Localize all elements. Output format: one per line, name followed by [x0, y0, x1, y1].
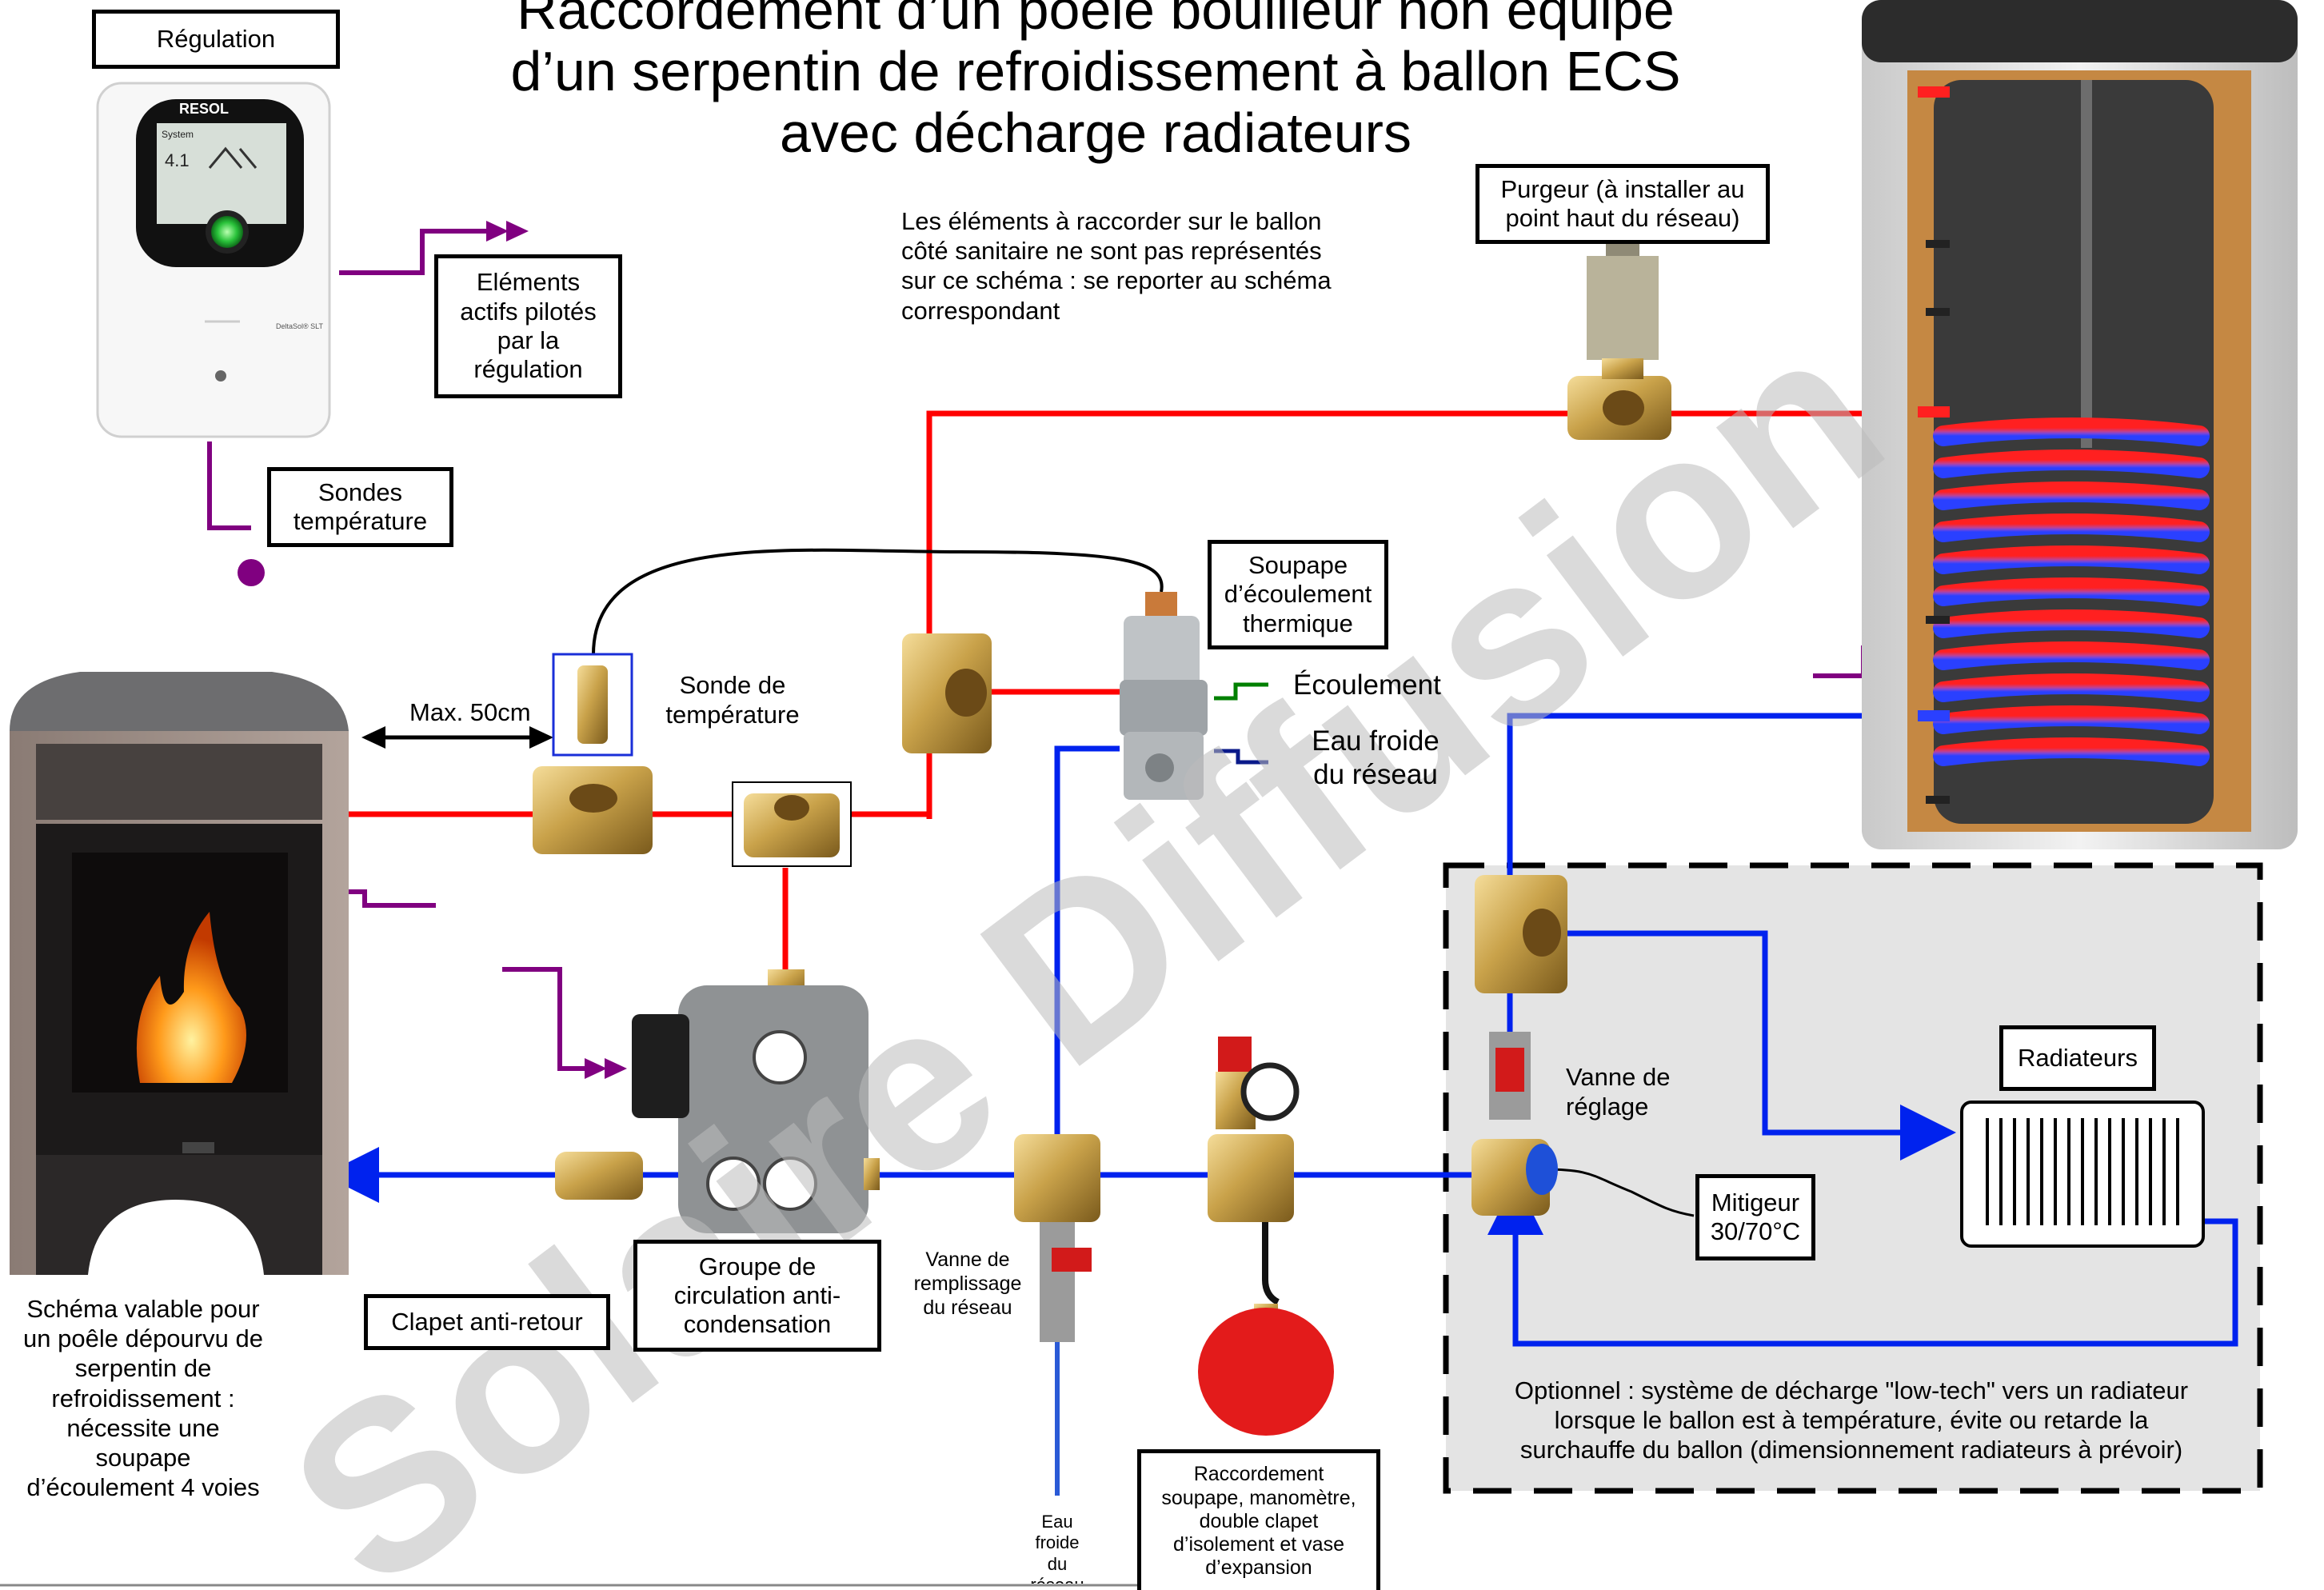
control-arrowheads [486, 221, 627, 1079]
thermostatic-mixer [1471, 1139, 1558, 1216]
radiator-feed-pipe [1567, 930, 1956, 1161]
purge-valve [1567, 240, 1671, 440]
label-stove-validity: Schéma valable pour un poêle dépourvu de… [23, 1295, 263, 1502]
label-purge-valve: Purgeur (à installer au point haut du ré… [1475, 164, 1770, 244]
label-active-elements: Eléments actifs pilotés par la régulatio… [434, 254, 622, 398]
anti-condensation-pump-group [632, 969, 880, 1233]
label-fill-valve: Vanne de remplissage du réseau [913, 1248, 1022, 1319]
tee-fitting-stove [533, 766, 653, 854]
control-lines [207, 229, 1905, 1071]
label-temperature-sensors: Sondes température [267, 467, 453, 547]
radiator-return-pipe [1487, 1179, 2238, 1347]
label-thermal-relief-valve: Soupape d’écoulement thermique [1208, 540, 1388, 649]
label-drain: Écoulement [1293, 669, 1441, 701]
sensor-dot-controller [238, 559, 265, 586]
controller-status-light [211, 216, 243, 248]
adjustment-valve [1489, 1032, 1531, 1120]
tee-fitting-top [902, 633, 992, 753]
label-mixer: Mitigeur 30/70°C [1695, 1174, 1815, 1260]
controller-display-value: 4.1 [165, 150, 190, 170]
label-temperature-probe: Sonde de température [665, 671, 800, 729]
controller-unit: RESOL System 4.1 DeltaSol® SLT [96, 82, 331, 438]
controller-display-title: System [162, 129, 194, 140]
expansion-vessel [1198, 1304, 1334, 1436]
temperature-probe [552, 653, 633, 757]
tank-return-pipe [1507, 713, 1919, 880]
cold-pipe-valve [1054, 745, 1120, 1136]
dhw-tank-illustration [1862, 0, 2298, 849]
radiator [1960, 1101, 2205, 1248]
label-circulation-group: Groupe de circulation anti- condensation [633, 1240, 881, 1352]
controller-brand: RESOL [179, 101, 229, 117]
label-regulation: Régulation [92, 10, 340, 69]
safety-group [1208, 1037, 1300, 1305]
label-radiators: Radiateurs [1999, 1025, 2156, 1091]
network-line [1214, 749, 1268, 765]
check-valve [555, 1152, 643, 1200]
stove-illustration [10, 672, 349, 1275]
diagram-title: Raccordement d’un poêle bouilleur non éq… [510, 0, 1681, 164]
mixer-wire [1543, 1168, 1695, 1217]
label-check-valve: Clapet anti-retour [364, 1294, 610, 1350]
tee-fitting-discharge [1475, 875, 1567, 993]
tee-fitting-pump [732, 781, 852, 867]
controller-model: DeltaSol® SLT [276, 322, 323, 330]
label-adjustment-valve: Vanne de réglage [1566, 1063, 1671, 1121]
note-optional-discharge: Optionnel : système de décharge "low-tec… [1514, 1376, 2189, 1464]
max-distance-arrow [361, 726, 553, 749]
fill-valve-cross [1014, 1134, 1100, 1342]
label-max-distance: Max. 50cm [409, 698, 531, 726]
sensor-capillary [591, 548, 1164, 657]
drain-line [1214, 682, 1268, 701]
label-cold-water-network: Eau froide du réseau [1312, 725, 1440, 790]
thermal-relief-valve [1120, 592, 1208, 800]
label-safety-connection: Raccordement soupape, manomètre, double … [1137, 1449, 1380, 1590]
note-sanitary-side: Les éléments à raccorder sur le ballon c… [901, 207, 1332, 325]
label-cold-water-bottom: Eau froide du réseau [1030, 1512, 1084, 1584]
